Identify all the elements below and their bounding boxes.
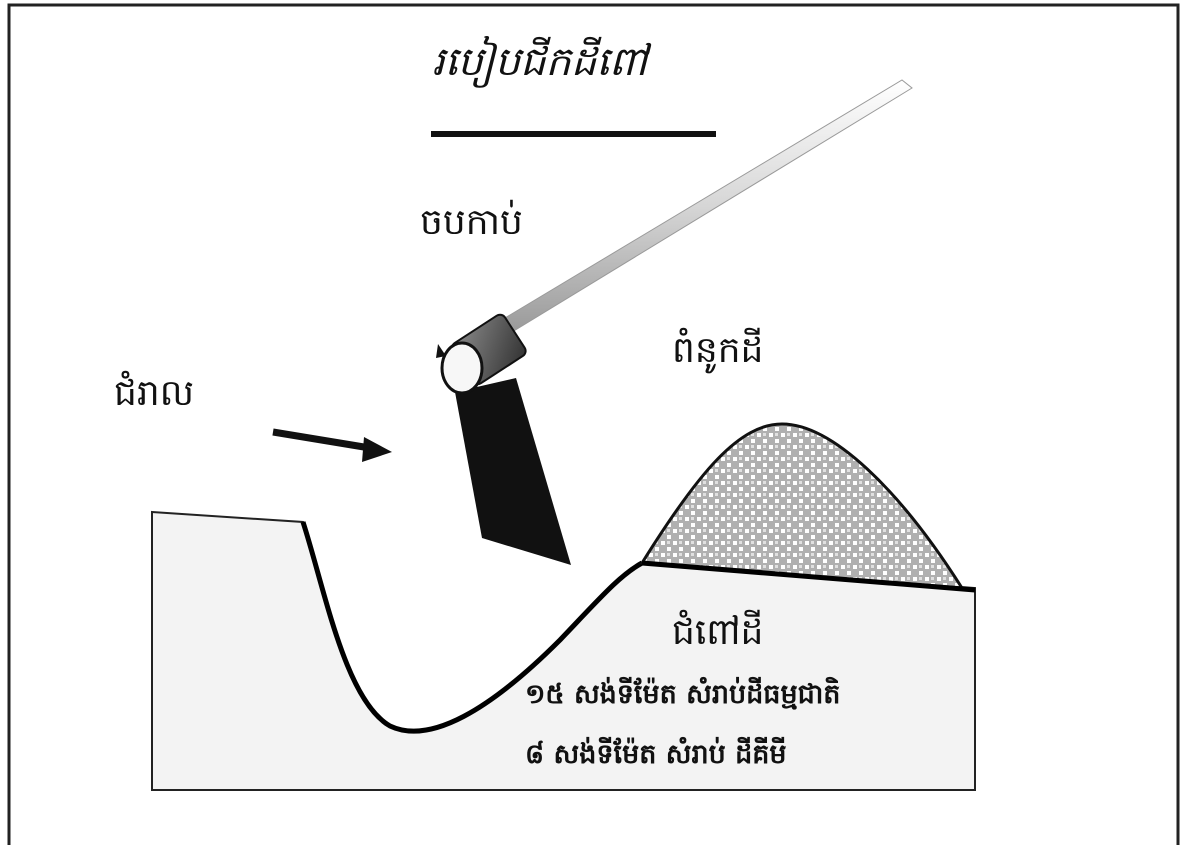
width-label: ជំរាល <box>114 370 194 414</box>
hoe-tip-mark <box>436 344 446 358</box>
soil-depth-label: ជំពៅដី <box>672 609 763 653</box>
hoe-icon <box>436 79 913 565</box>
soil-mound-label: ពំនូកដី <box>672 327 763 374</box>
hoe-ferrule-end <box>440 341 484 395</box>
hoe-label: ចបកាប់ <box>420 199 523 243</box>
diagram-title: របៀបជីកដីពៅ <box>432 35 652 88</box>
soil-mound <box>639 422 965 590</box>
hoe-handle <box>504 79 913 333</box>
hoe-blade <box>455 378 571 565</box>
depth-note-natural: ១៥ សង់ទីម៉ែត សំរាប់ដីធម្មជាតិ <box>525 676 840 710</box>
depth-note-chemical: ៨ សង់ទីម៉ែត សំរាប់ ដីគីមី <box>525 736 787 770</box>
mound-base-line <box>641 560 976 593</box>
diagram-frame <box>7 3 1180 850</box>
arrow-right-icon <box>272 428 392 462</box>
trench-profile <box>300 521 644 734</box>
